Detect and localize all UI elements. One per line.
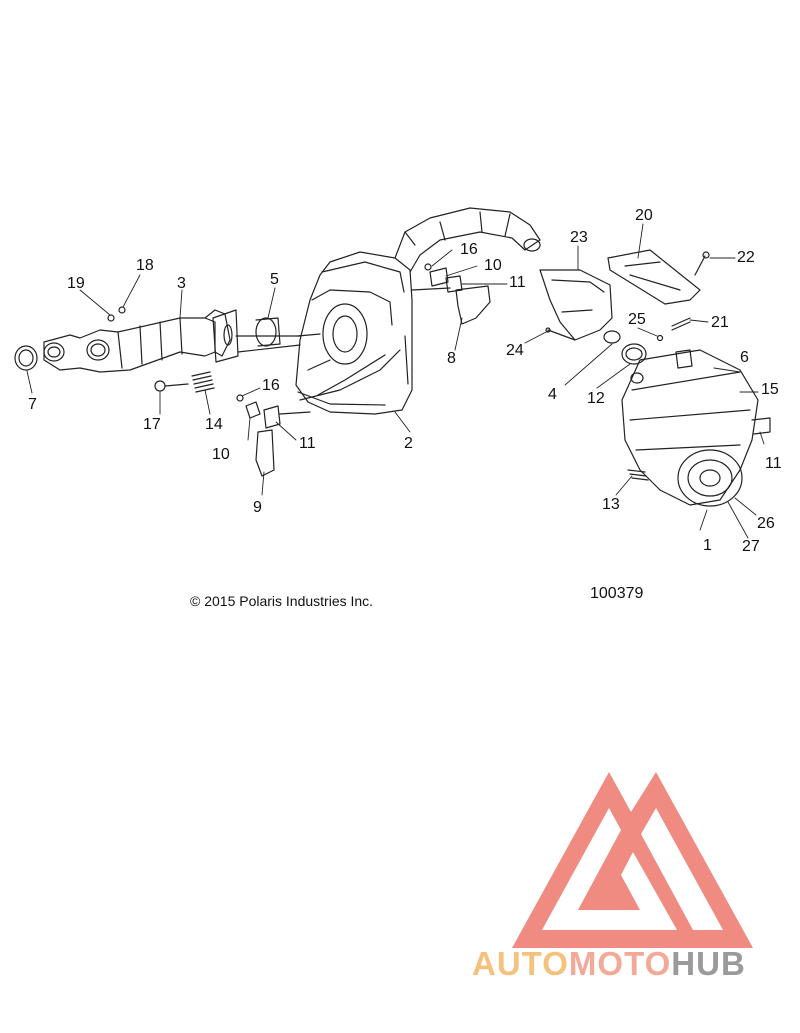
clamp-parts (603, 330, 647, 365)
spring-and-bolt-parts (154, 371, 215, 393)
leader-lines (26, 223, 765, 539)
screw-part (545, 327, 576, 341)
callout-8: 8 (447, 350, 456, 367)
callout-7: 7 (28, 396, 37, 413)
callout-4: 4 (548, 386, 557, 403)
wordmark-hub: HUB (671, 945, 746, 982)
heat-shield-tube-part (539, 269, 613, 341)
grommet-part (255, 317, 281, 347)
callout-19: 19 (67, 275, 85, 292)
callout-6: 6 (740, 349, 749, 366)
spring-part (627, 469, 649, 481)
callout-16-lower: 16 (262, 377, 280, 394)
callout-10-lower: 10 (212, 446, 230, 463)
muffler-body-part (295, 251, 413, 415)
callout-1: 1 (703, 537, 712, 554)
automotohub-logo-mark (512, 772, 753, 948)
header-pipe-part (43, 309, 301, 373)
silencer-canister-part (621, 349, 771, 507)
callout-23: 23 (570, 229, 588, 246)
transfer-pipe-part (394, 207, 541, 273)
callout-21: 21 (711, 314, 729, 331)
callout-11-upper: 11 (509, 274, 526, 291)
callout-10-upper: 10 (484, 257, 502, 274)
callout-16-upper: 16 (460, 241, 478, 258)
wordmark-moto: MOTO (568, 945, 672, 982)
callout-27: 27 (742, 538, 760, 555)
callout-18: 18 (136, 257, 154, 274)
upper-heat-shield-part (607, 249, 701, 305)
automotohub-wordmark: AUTOMOTOHUB (472, 945, 746, 983)
callout-14: 14 (205, 416, 223, 433)
callout-24: 24 (506, 342, 524, 359)
callout-26: 26 (757, 515, 775, 532)
copyright-notice: © 2015 Polaris Industries Inc. (190, 593, 374, 609)
callout-2: 2 (404, 435, 413, 452)
small-fasteners (107, 306, 126, 322)
callout-5: 5 (270, 271, 279, 288)
callout-17: 17 (143, 416, 161, 433)
diagram-number: 100379 (590, 585, 644, 602)
callout-3: 3 (177, 275, 186, 292)
callout-25: 25 (628, 311, 646, 328)
gasket-ring-part (14, 345, 38, 371)
shield-hardware-parts (656, 251, 710, 342)
callout-9: 9 (253, 499, 262, 516)
callout-22: 22 (737, 249, 755, 266)
callout-12: 12 (587, 390, 605, 407)
callout-20: 20 (635, 207, 653, 224)
callout-15: 15 (761, 381, 779, 398)
callout-11-lower: 11 (299, 435, 316, 452)
lower-bracket-cluster (236, 394, 311, 477)
callout-11-right: 11 (765, 455, 782, 472)
wordmark-auto: AUTO (472, 945, 569, 982)
callout-13: 13 (602, 496, 620, 513)
upper-bracket-cluster (411, 263, 491, 325)
